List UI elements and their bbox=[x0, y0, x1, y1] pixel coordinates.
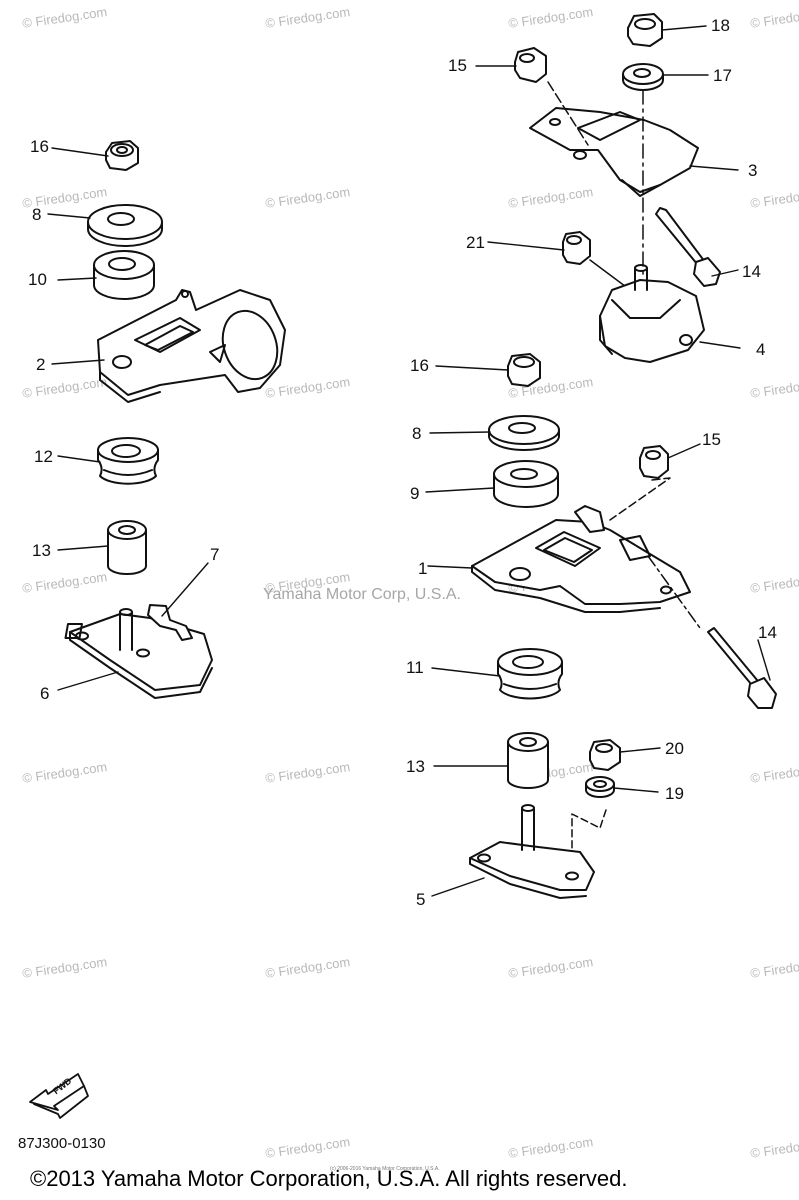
part-collar-10 bbox=[94, 251, 154, 299]
part-grommet-11 bbox=[498, 649, 562, 698]
leader-lines bbox=[48, 26, 770, 896]
part-bolt-14-upper bbox=[656, 208, 720, 286]
part-nut-20 bbox=[590, 740, 620, 770]
callout-18: 18 bbox=[711, 16, 730, 35]
part-bracket-1 bbox=[472, 506, 690, 612]
part-washer-8-left bbox=[88, 205, 162, 246]
callout-14-upper: 14 bbox=[742, 262, 761, 281]
center-watermark: Yamaha Motor Corp, U.S.A. bbox=[263, 586, 461, 603]
part-base-plate-6 bbox=[70, 609, 212, 698]
diagram-code: 87J300-0130 bbox=[18, 1135, 106, 1152]
part-engine-mount-4 bbox=[600, 265, 704, 362]
part-nut-15-upper bbox=[515, 48, 546, 82]
part-washer-8-right bbox=[489, 416, 559, 450]
callout-21: 21 bbox=[466, 233, 485, 252]
callout-20: 20 bbox=[665, 739, 684, 758]
part-nut-21 bbox=[563, 232, 590, 264]
copyright-notice: ©2013 Yamaha Motor Corporation, U.S.A. A… bbox=[30, 1166, 628, 1191]
callout-1: 1 bbox=[418, 559, 428, 578]
callout-5: 5 bbox=[416, 890, 426, 909]
tiny-notice: (c) 2006-2016 Yamaha Motor Corporation, … bbox=[330, 1166, 440, 1172]
callout-12: 12 bbox=[34, 447, 53, 466]
callout-8-left: 8 bbox=[32, 205, 42, 224]
callout-13-left: 13 bbox=[32, 541, 51, 560]
axis-line bbox=[610, 478, 670, 520]
part-bolt-14-lower bbox=[708, 628, 776, 708]
fwd-arrow-icon bbox=[30, 1074, 88, 1118]
part-bracket-3 bbox=[530, 108, 698, 196]
callout-6: 6 bbox=[40, 684, 50, 703]
callout-15-lower: 15 bbox=[702, 430, 721, 449]
part-bracket-2 bbox=[98, 290, 286, 402]
callout-8-right: 8 bbox=[412, 424, 422, 443]
callout-10: 10 bbox=[28, 270, 47, 289]
callout-3: 3 bbox=[748, 161, 758, 180]
axis-line bbox=[648, 556, 700, 628]
part-collar-9 bbox=[494, 461, 558, 507]
callout-2: 2 bbox=[36, 355, 46, 374]
axis-line bbox=[548, 82, 588, 145]
part-nut-18 bbox=[628, 14, 662, 46]
callout-16-right: 16 bbox=[410, 356, 429, 375]
part-washer-19 bbox=[586, 777, 614, 797]
callout-11: 11 bbox=[406, 658, 424, 677]
callout-15-upper: 15 bbox=[448, 56, 467, 75]
part-nut-16-left bbox=[106, 141, 138, 170]
callout-13-right: 13 bbox=[406, 757, 425, 776]
part-nut-16-right bbox=[508, 354, 540, 386]
part-sleeve-13-right bbox=[508, 733, 548, 788]
part-clip-7 bbox=[66, 605, 192, 640]
part-base-plate-5 bbox=[470, 805, 594, 898]
part-grommet-12 bbox=[98, 438, 158, 484]
callout-7: 7 bbox=[210, 545, 220, 564]
callout-4: 4 bbox=[756, 340, 766, 359]
part-nut-15-lower bbox=[640, 446, 668, 478]
axis-line bbox=[572, 810, 606, 876]
part-washer-17 bbox=[623, 64, 663, 90]
callout-16-left: 16 bbox=[30, 137, 49, 156]
callout-9: 9 bbox=[410, 484, 420, 503]
callout-19: 19 bbox=[665, 784, 684, 803]
part-sleeve-13-left bbox=[108, 521, 146, 574]
callout-14-lower: 14 bbox=[758, 623, 777, 642]
callout-17: 17 bbox=[713, 66, 732, 85]
